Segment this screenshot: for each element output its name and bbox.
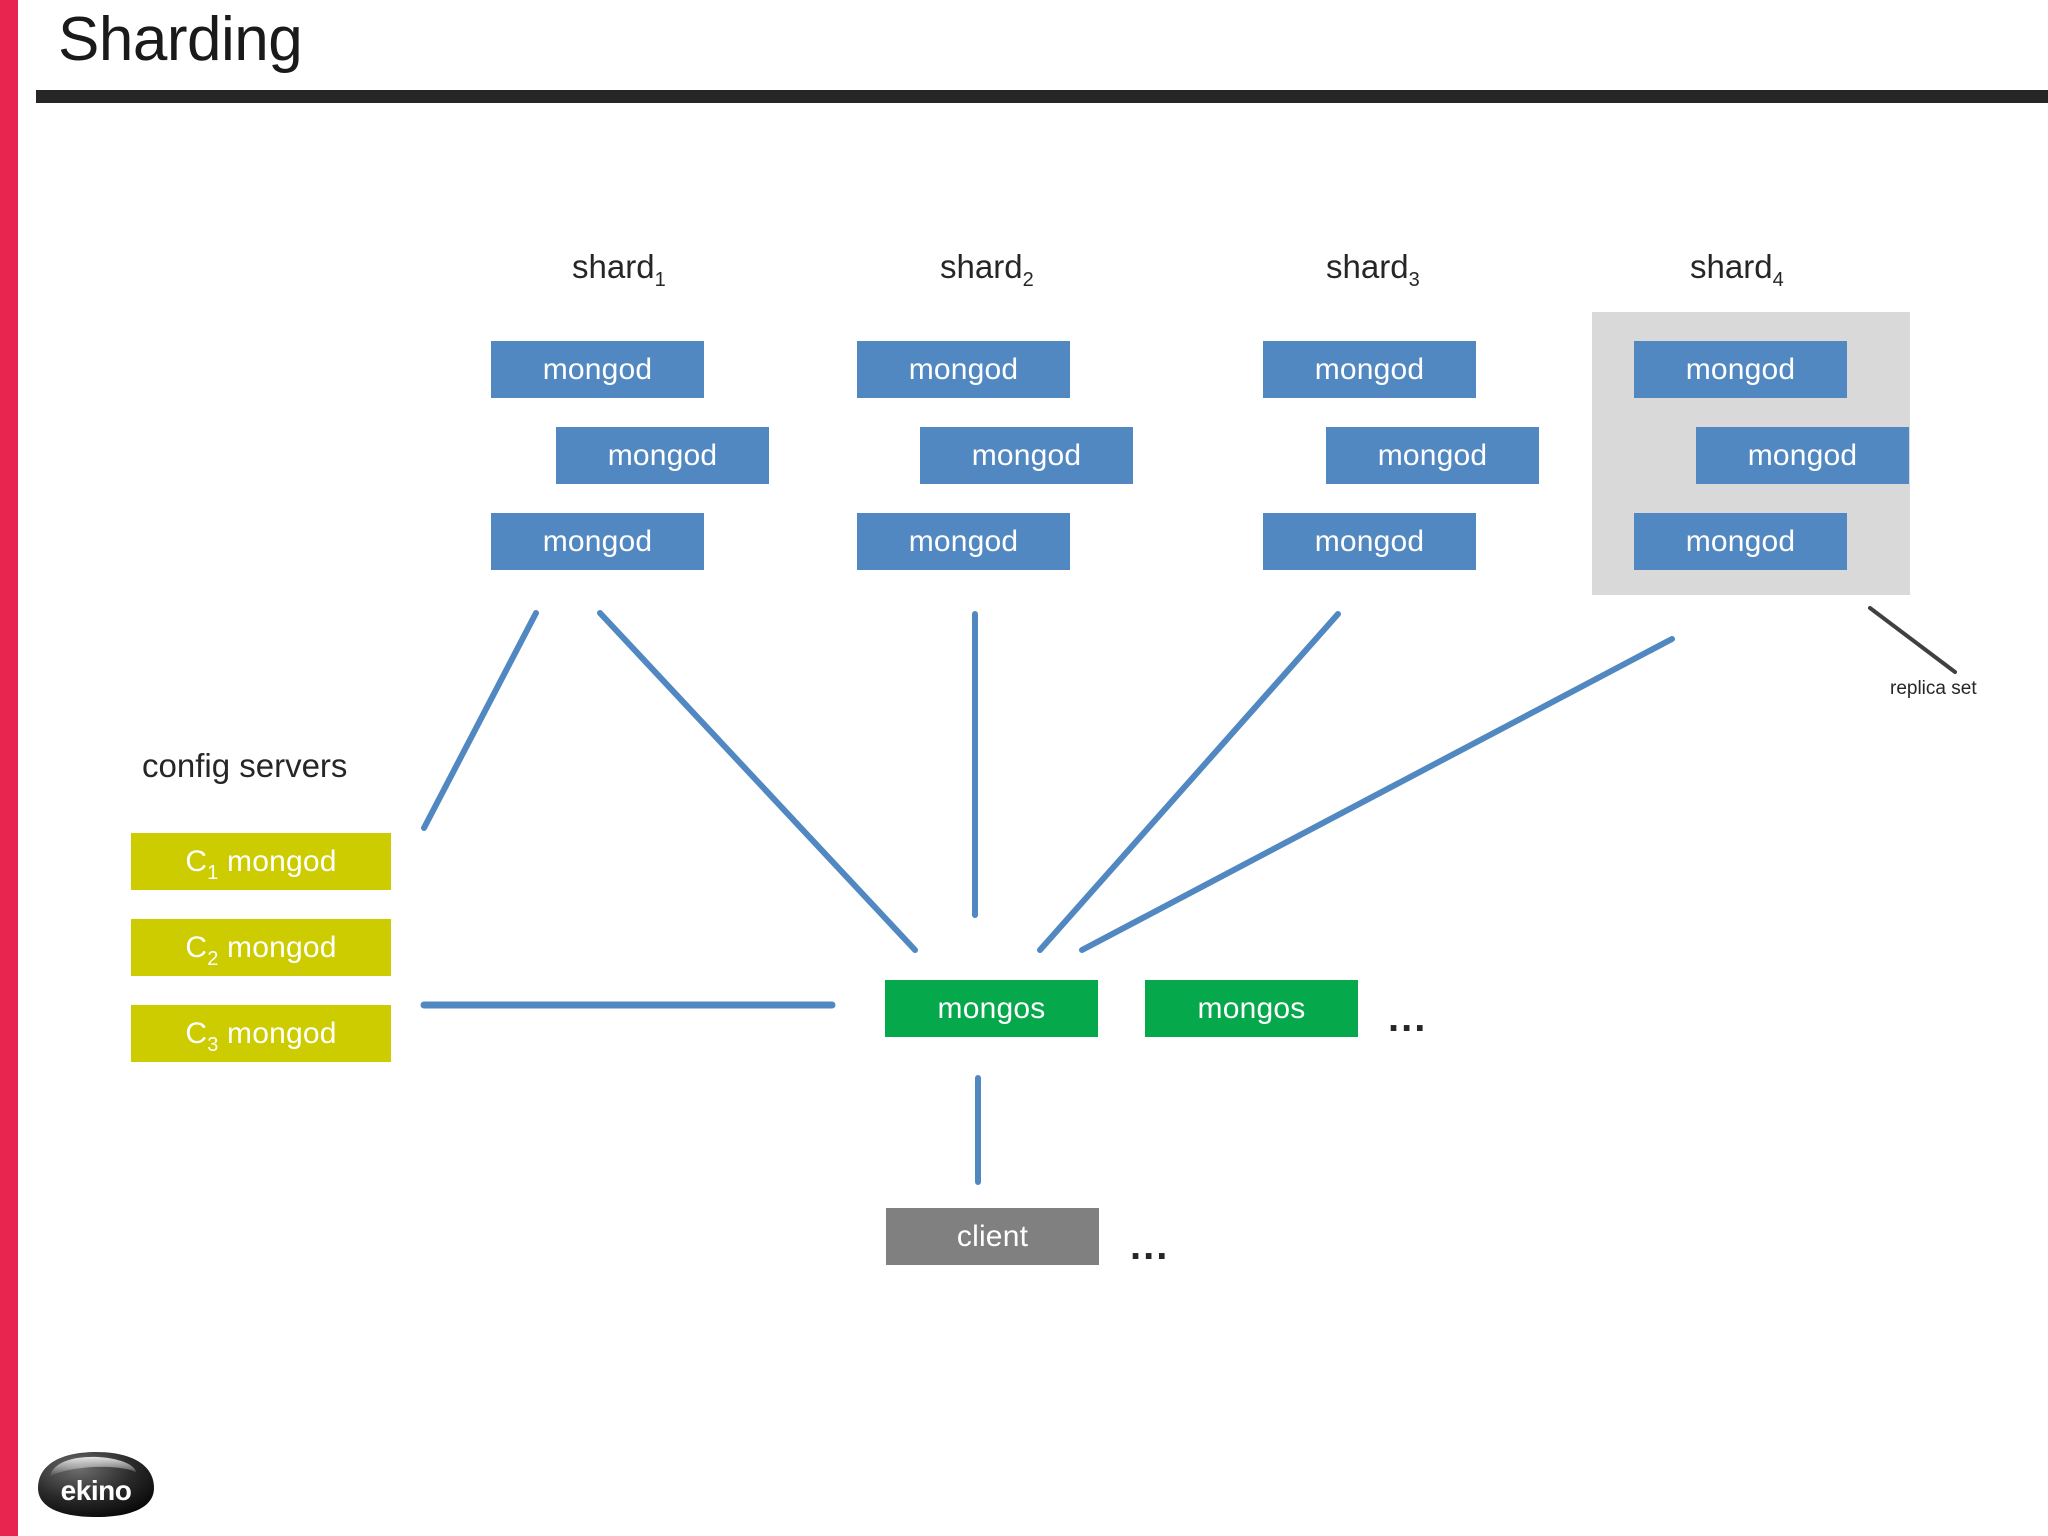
- client-ellipsis: ...: [1130, 1224, 1170, 1268]
- mongos-node-1[interactable]: mongos: [885, 980, 1098, 1037]
- mongod-node-shard2-2[interactable]: mongod: [920, 427, 1133, 484]
- replica-set-annotation: replica set: [1890, 678, 1977, 699]
- page-title: Sharding: [58, 5, 303, 74]
- ekino-logo: ekino: [30, 1448, 160, 1520]
- shard-label-1: shard1: [572, 248, 666, 291]
- shard-label-3: shard3: [1326, 248, 1420, 291]
- mongod-node-shard4-3[interactable]: mongod: [1634, 513, 1847, 570]
- config-server-node-3[interactable]: C3 mongod: [131, 1005, 391, 1062]
- mongod-node-shard4-2[interactable]: mongod: [1696, 427, 1909, 484]
- mongod-node-shard1-2[interactable]: mongod: [556, 427, 769, 484]
- shard-label-2: shard2: [940, 248, 1034, 291]
- mongod-node-shard1-3[interactable]: mongod: [491, 513, 704, 570]
- shard-label-1-text: shard: [572, 248, 655, 285]
- mongod-node-shard3-2[interactable]: mongod: [1326, 427, 1539, 484]
- title-divider: [36, 90, 2048, 103]
- config-server-node-3-label: C3 mongod: [185, 1016, 337, 1056]
- mongod-node-shard3-1[interactable]: mongod: [1263, 341, 1476, 398]
- config-server-node-2-label: C2 mongod: [185, 930, 337, 970]
- shard-label-4-subscript: 4: [1772, 269, 1784, 291]
- shard-label-2-subscript: 2: [1022, 269, 1034, 291]
- shard-label-3-subscript: 3: [1408, 269, 1420, 291]
- mongod-node-shard2-1[interactable]: mongod: [857, 341, 1070, 398]
- shard-label-2-text: shard: [940, 248, 1023, 285]
- shard-label-3-text: shard: [1326, 248, 1409, 285]
- mongod-node-shard2-3[interactable]: mongod: [857, 513, 1070, 570]
- mongod-node-shard4-1[interactable]: mongod: [1634, 341, 1847, 398]
- mongos-ellipsis: ...: [1388, 996, 1428, 1040]
- mongod-node-shard1-1[interactable]: mongod: [491, 341, 704, 398]
- config-server-node-2[interactable]: C2 mongod: [131, 919, 391, 976]
- shard-label-4-text: shard: [1690, 248, 1773, 285]
- shard-label-1-subscript: 1: [654, 269, 666, 291]
- mongod-node-shard3-3[interactable]: mongod: [1263, 513, 1476, 570]
- left-accent-bar: [0, 0, 18, 1536]
- config-server-node-1[interactable]: C1 mongod: [131, 833, 391, 890]
- mongos-node-2[interactable]: mongos: [1145, 980, 1358, 1037]
- config-servers-title: config servers: [142, 747, 348, 784]
- svg-text:ekino: ekino: [61, 1475, 132, 1506]
- shard-label-4: shard4: [1690, 248, 1784, 291]
- client-node-1[interactable]: client: [886, 1208, 1099, 1265]
- config-server-node-1-label: C1 mongod: [185, 844, 337, 884]
